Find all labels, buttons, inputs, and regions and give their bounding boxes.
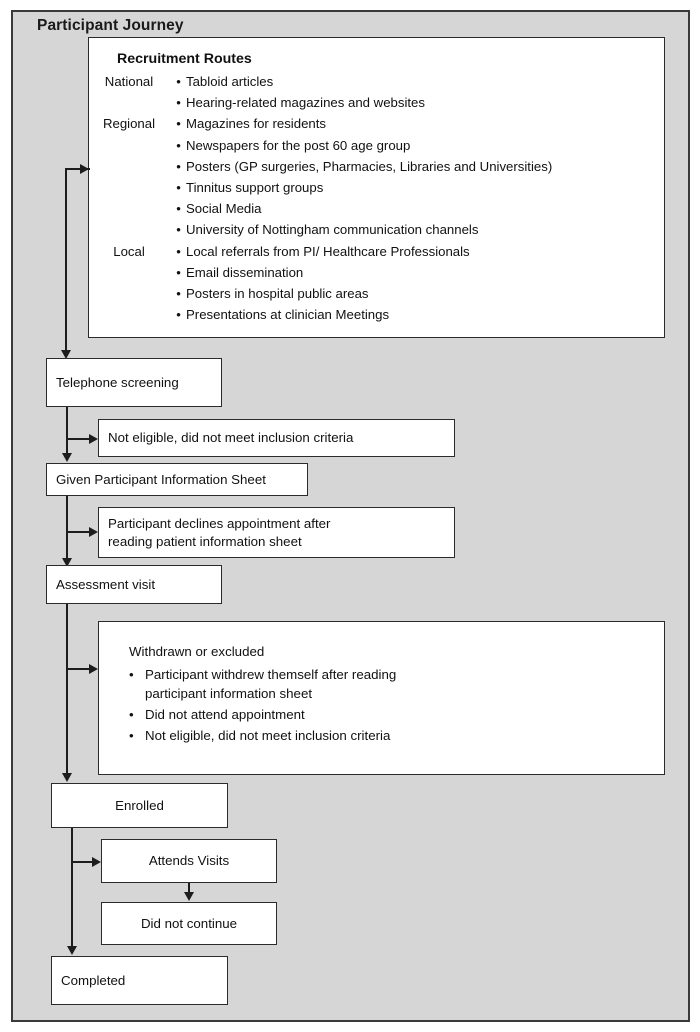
list-item: • Email dissemination	[89, 265, 664, 286]
recruitment-route-text: Presentations at clinician Meetings	[186, 307, 390, 323]
list-item: • Hearing-related magazines and websites	[89, 95, 664, 116]
bullet-icon: •	[129, 667, 134, 682]
connector-line-assessment-to-enrolled	[66, 604, 68, 776]
arrowhead-to-withdrawn	[89, 664, 98, 674]
bullet-icon: •	[176, 307, 181, 323]
list-item: • Not eligible, did not meet inclusion c…	[129, 727, 629, 746]
bullet-icon: •	[176, 243, 181, 259]
node-label: Enrolled	[115, 797, 164, 813]
arrowhead-into-recruitment	[80, 164, 89, 174]
list-item: Local • Local referrals from PI/ Healthc…	[89, 244, 664, 265]
connector-line-pis-to-assessment	[66, 496, 68, 561]
page-title: Participant Journey	[37, 17, 184, 34]
recruitment-route-text: Magazines for residents	[186, 116, 327, 132]
recruitment-route-text: Newspapers for the post 60 age group	[186, 137, 411, 153]
node-not-eligible[interactable]: Not eligible, did not meet inclusion cri…	[98, 419, 455, 457]
bullet-icon: •	[129, 727, 134, 743]
arrowhead-to-not-eligible	[89, 434, 98, 444]
arrowhead-to-completed	[67, 946, 77, 955]
recruitment-routes-box: Recruitment Routes National • Tabloid ar…	[88, 37, 665, 338]
withdrawn-title: Withdrawn or excluded	[129, 644, 265, 659]
arrowhead-to-enrolled	[62, 773, 72, 782]
withdrawn-item-text: Did not attend appointment	[145, 706, 305, 722]
arrowhead-to-assessment-visit	[62, 558, 72, 567]
node-label: Not eligible, did not meet inclusion cri…	[108, 430, 354, 446]
connector-line-attends-to-didnotcontinue	[188, 883, 190, 895]
connector-line-to-declines	[66, 531, 90, 533]
recruitment-route-text: Tinnitus support groups	[186, 179, 324, 195]
bullet-icon: •	[176, 222, 181, 238]
list-item: • Presentations at clinician Meetings	[89, 307, 664, 328]
recruitment-route-text: University of Nottingham communication c…	[186, 222, 479, 238]
connector-line-into-recruitment	[65, 168, 90, 170]
arrowhead-to-telephone-screening	[61, 350, 71, 359]
list-item: • Did not attend appointment	[129, 706, 629, 725]
list-item: • University of Nottingham communication…	[89, 222, 664, 243]
bullet-icon: •	[176, 285, 181, 301]
node-withdrawn-or-excluded[interactable]: Withdrawn or excluded • Participant with…	[98, 621, 665, 775]
node-given-participant-information-sheet[interactable]: Given Participant Information Sheet	[46, 463, 308, 496]
arrowhead-to-declines	[89, 527, 98, 537]
arrowhead-to-attends-visits	[92, 857, 101, 867]
node-label: Telephone screening	[56, 374, 179, 390]
recruitment-routes-list: National • Tabloid articles • Hearing-re…	[89, 74, 664, 328]
list-item: • Social Media	[89, 201, 664, 222]
list-item: • Participant withdrew themself after re…	[129, 666, 629, 704]
connector-line-recruitment-spine	[65, 168, 67, 356]
list-item: • Tinnitus support groups	[89, 180, 664, 201]
list-item: National • Tabloid articles	[89, 74, 664, 95]
bullet-icon: •	[176, 264, 181, 280]
node-label: Did not continue	[140, 915, 238, 931]
recruitment-route-text: Local referrals from PI/ Healthcare Prof…	[186, 243, 470, 259]
withdrawn-item-text: Not eligible, did not meet inclusion cri…	[145, 727, 391, 743]
bullet-icon: •	[176, 74, 181, 89]
node-attends-visits[interactable]: Attends Visits	[101, 839, 277, 883]
bullet-icon: •	[176, 116, 181, 132]
connector-line-telephone-to-pis	[66, 407, 68, 456]
bullet-icon: •	[176, 179, 181, 195]
list-item: • Posters (GP surgeries, Pharmacies, Lib…	[89, 159, 664, 180]
node-label: Completed	[61, 972, 126, 988]
node-participant-declines[interactable]: Participant declines appointment after r…	[98, 507, 455, 558]
connector-line-to-not-eligible	[66, 438, 90, 440]
connector-line-to-withdrawn	[66, 668, 90, 670]
node-label: Given Participant Information Sheet	[56, 471, 266, 487]
bullet-icon: •	[176, 137, 181, 153]
node-telephone-screening[interactable]: Telephone screening	[46, 358, 222, 407]
connector-line-enrolled-to-completed	[71, 828, 73, 948]
node-did-not-continue[interactable]: Did not continue	[101, 902, 277, 945]
recruitment-route-text: Posters (GP surgeries, Pharmacies, Libra…	[186, 158, 553, 174]
node-completed[interactable]: Completed	[51, 956, 228, 1005]
bullet-icon: •	[176, 158, 181, 174]
withdrawn-item-text: Participant withdrew themself after read…	[145, 667, 397, 701]
bullet-icon: •	[176, 201, 181, 217]
recruitment-routes-heading: Recruitment Routes	[117, 51, 252, 67]
bullet-icon: •	[176, 95, 181, 111]
recruitment-route-text: Posters in hospital public areas	[186, 285, 369, 301]
recruitment-route-text: Email dissemination	[186, 264, 304, 280]
list-item: • Posters in hospital public areas	[89, 286, 664, 307]
withdrawn-list: • Participant withdrew themself after re…	[129, 666, 629, 748]
recruitment-route-text: Tabloid articles	[186, 74, 274, 89]
arrowhead-to-given-pis	[62, 453, 72, 462]
connector-line-to-attends-visits	[71, 861, 93, 863]
recruitment-group-label: National	[104, 74, 154, 89]
node-assessment-visit[interactable]: Assessment visit	[46, 565, 222, 604]
list-item: • Newspapers for the post 60 age group	[89, 138, 664, 159]
recruitment-route-text: Hearing-related magazines and websites	[186, 95, 425, 111]
node-label: Assessment visit	[56, 576, 156, 592]
node-label: Attends Visits	[148, 853, 230, 869]
node-label: Participant declines appointment after r…	[108, 515, 331, 549]
node-enrolled[interactable]: Enrolled	[51, 783, 228, 828]
recruitment-group-label: Local	[113, 243, 145, 259]
recruitment-route-text: Social Media	[186, 201, 262, 217]
arrowhead-to-did-not-continue	[184, 892, 194, 901]
bullet-icon: •	[129, 706, 134, 722]
recruitment-group-label: Regional	[102, 116, 156, 132]
list-item: Regional • Magazines for residents	[89, 116, 664, 137]
